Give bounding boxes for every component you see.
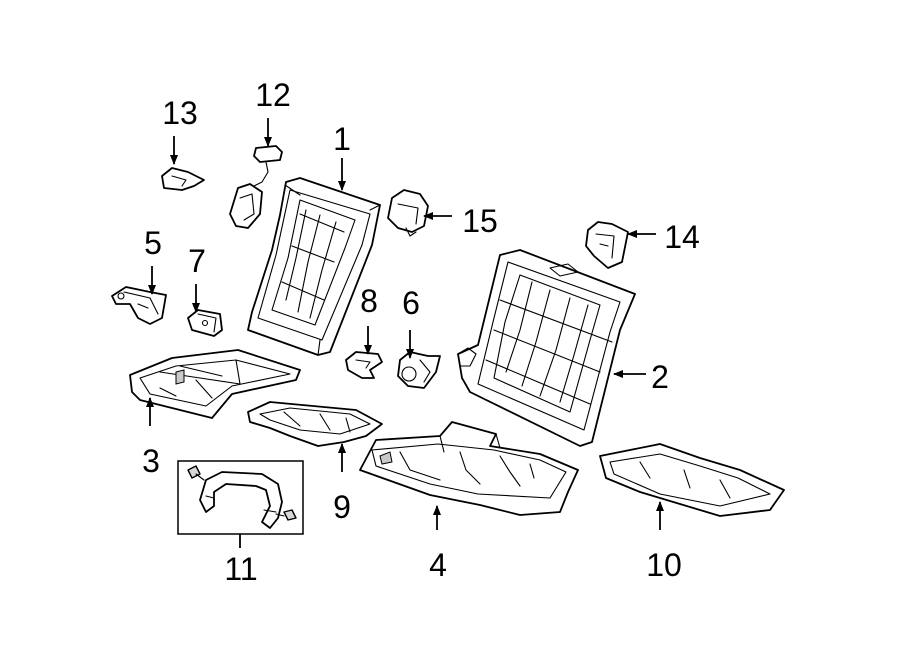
callout-4: 4 [429,547,447,583]
part-10-right-cushion-pan [599,443,785,517]
callout-2: 2 [651,359,669,395]
part-5-hinge-cover [111,286,167,325]
callout-5: 5 [144,225,162,261]
callout-6: 6 [402,285,420,321]
callout-14: 14 [664,219,700,255]
callout-7: 7 [188,243,206,279]
callout-9: 9 [333,489,351,525]
callout-labels: 1 2 3 4 5 6 7 8 9 10 11 12 13 14 15 [142,77,700,587]
callout-13: 13 [162,95,198,131]
callout-8: 8 [360,283,378,319]
part-12-seatbelt-buckle [229,145,283,229]
part-13-trim-cover [161,167,205,191]
callout-10: 10 [646,547,682,583]
callout-11: 11 [224,551,257,587]
part-9-cushion-support [247,401,383,447]
callout-1: 1 [333,121,351,157]
part-15-latch-assembly [387,189,429,237]
part-6-latch-bracket [397,351,441,389]
leader-arrows [146,118,664,530]
part-3-left-cushion-pan [129,349,301,419]
part-2-right-seatback-frame [457,249,636,447]
callout-12: 12 [255,77,291,113]
part-14-striker-bracket [585,221,629,269]
callout-3: 3 [142,443,160,479]
callout-15: 15 [462,203,498,239]
part-7-bracket [187,309,223,337]
part-1-left-seatback-frame [247,177,381,356]
part-4-center-cushion-pan [359,421,579,516]
part-8-guide-clip [345,351,383,379]
part-11-handle-kit [177,460,304,548]
